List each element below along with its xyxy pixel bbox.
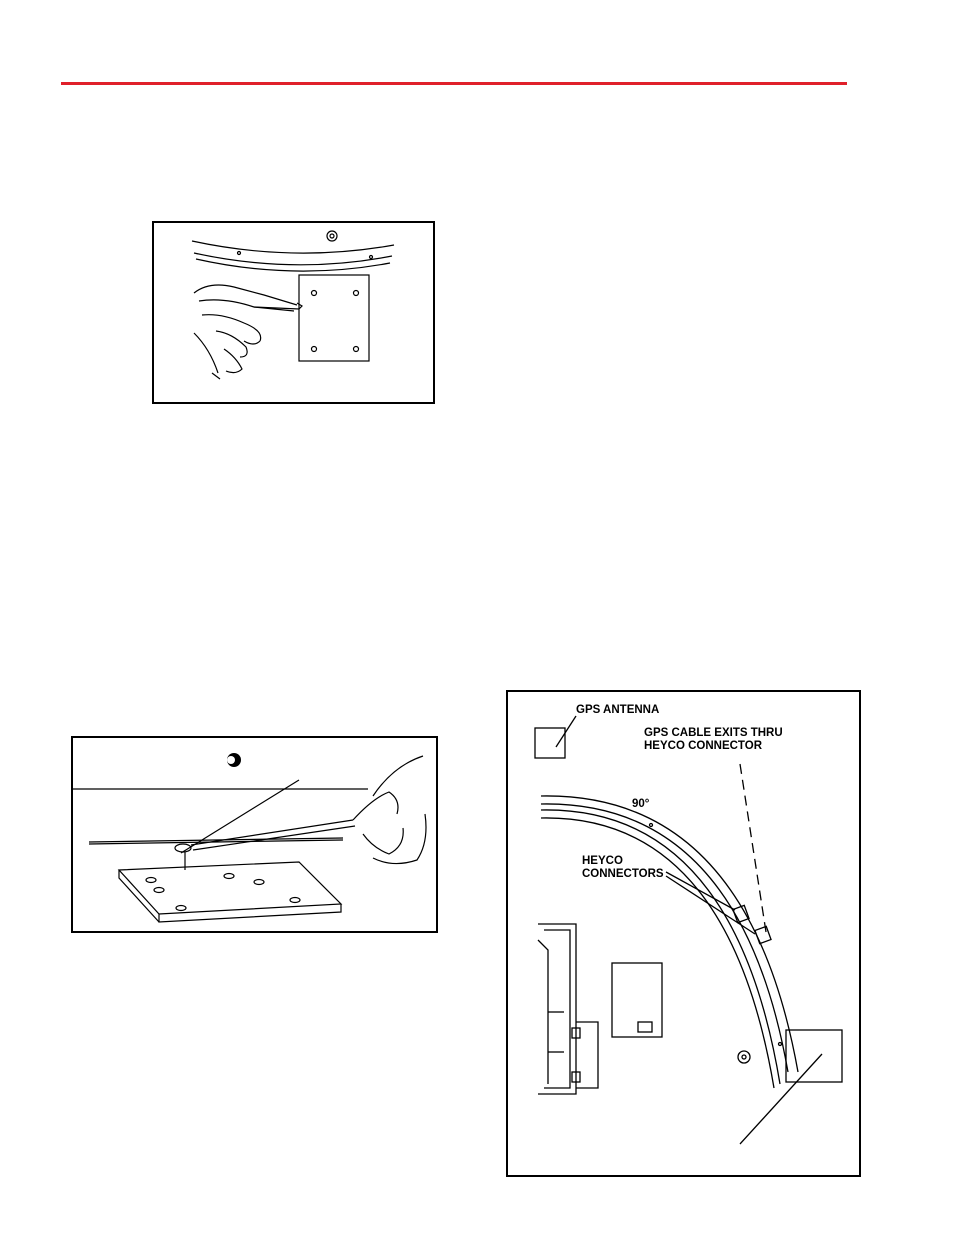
figure-mark-holes <box>152 221 435 404</box>
heyco-connectors-label-line1: HEYCO <box>582 855 623 868</box>
angle-label: 90° <box>632 798 650 810</box>
heyco-connectors-label-line2: CONNECTORS <box>582 868 664 881</box>
gps-cable-exits-label-line1: GPS CABLE EXITS THRU <box>644 727 783 740</box>
radome-base-diagram: 90° <box>508 692 859 1175</box>
gps-cable-exits-label-line2: HEYCO CONNECTOR <box>644 740 762 753</box>
tool-and-plate-illustration <box>73 738 436 931</box>
figure-insert-fasteners <box>71 736 438 933</box>
hand-marking-plate-illustration <box>154 223 433 402</box>
header-rule <box>61 82 847 85</box>
gps-antenna-label: GPS ANTENNA <box>576 704 659 717</box>
figure-gps-antenna-heyco: 90° GPS ANTENNA GPS CABLE EXITS THRU HEY… <box>506 690 861 1177</box>
